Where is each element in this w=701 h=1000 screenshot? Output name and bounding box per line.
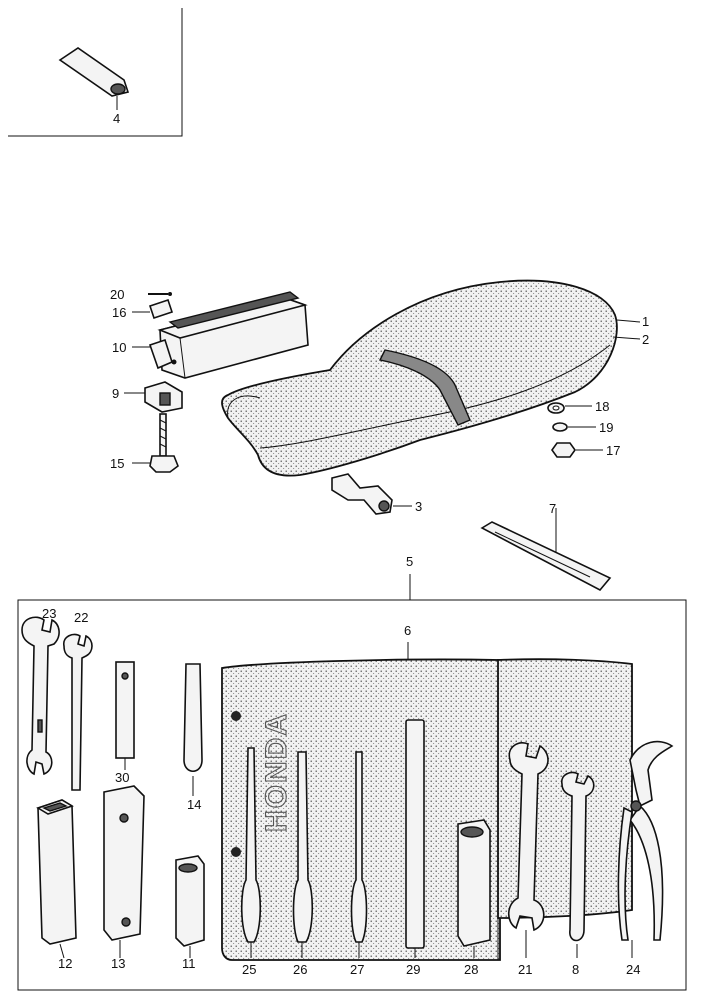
part-8-wrench: [561, 771, 595, 958]
part-11-socket: [175, 855, 205, 958]
callout-7: 7: [549, 501, 556, 516]
part-10-tool-box: [132, 291, 309, 379]
part-16-cylinder: [132, 298, 174, 320]
part-21-wrench: [507, 742, 549, 958]
callout-29: 29: [406, 962, 420, 977]
callout-21: 21: [518, 962, 532, 977]
callout-22: 22: [74, 610, 88, 625]
callout-28: 28: [464, 962, 478, 977]
callout-24: 24: [626, 962, 640, 977]
part-25-screwdriver: [240, 747, 262, 958]
callout-14: 14: [187, 797, 201, 812]
callout-30: 30: [115, 770, 129, 785]
part-22-wrench: [63, 633, 93, 791]
part-29-rod: [405, 719, 425, 958]
callout-20: 20: [110, 287, 124, 302]
part-1-seat: [221, 279, 618, 477]
callout-6: 6: [404, 623, 411, 638]
callout-2: 2: [642, 332, 649, 347]
part-26-screwdriver: [292, 751, 314, 958]
callout-5: 5: [406, 554, 413, 569]
callout-13: 13: [111, 956, 125, 971]
part-17-nut: [551, 442, 603, 458]
seat-strap: [378, 349, 471, 426]
callout-3: 3: [415, 499, 422, 514]
part-19-spring-washer: [552, 422, 596, 432]
callout-18: 18: [595, 399, 609, 414]
part-14-screwdriver-handle: [183, 663, 203, 796]
part-7-band: [480, 508, 612, 592]
part-28-socket: [457, 819, 491, 958]
part-18-washer: [547, 402, 592, 414]
part-20-pin: [148, 292, 172, 296]
part-23-wrench: [21, 616, 60, 776]
callout-17: 17: [606, 443, 620, 458]
part-27-screwdriver: [350, 751, 368, 958]
callout-11: 11: [182, 956, 196, 971]
tool-kit-frame: [17, 599, 687, 991]
callout-16: 16: [112, 305, 126, 320]
part-4-strap-clip: [58, 47, 130, 110]
part-15-bolt: [132, 413, 179, 473]
callout-8: 8: [572, 962, 579, 977]
callout-10: 10: [112, 340, 126, 355]
part-30-handle-bar: [115, 661, 135, 770]
part-12-box-spanner: [36, 799, 77, 959]
part-13-plug-wrench: [103, 785, 145, 958]
callout-4: 4: [113, 111, 120, 126]
callout-23: 23: [42, 606, 56, 621]
callout-9: 9: [112, 386, 119, 401]
callout-19: 19: [599, 420, 613, 435]
tool-bag-brand: HONDA: [260, 712, 293, 832]
callout-25: 25: [242, 962, 256, 977]
callout-26: 26: [293, 962, 307, 977]
part-3-seat-hinge: [331, 473, 412, 515]
callout-12: 12: [58, 956, 72, 971]
inset-frame: [8, 8, 183, 137]
part-24-pliers: [617, 740, 674, 958]
callout-27: 27: [350, 962, 364, 977]
callout-15: 15: [110, 456, 124, 471]
part-9-clamp: [124, 381, 183, 413]
callout-1: 1: [642, 314, 649, 329]
